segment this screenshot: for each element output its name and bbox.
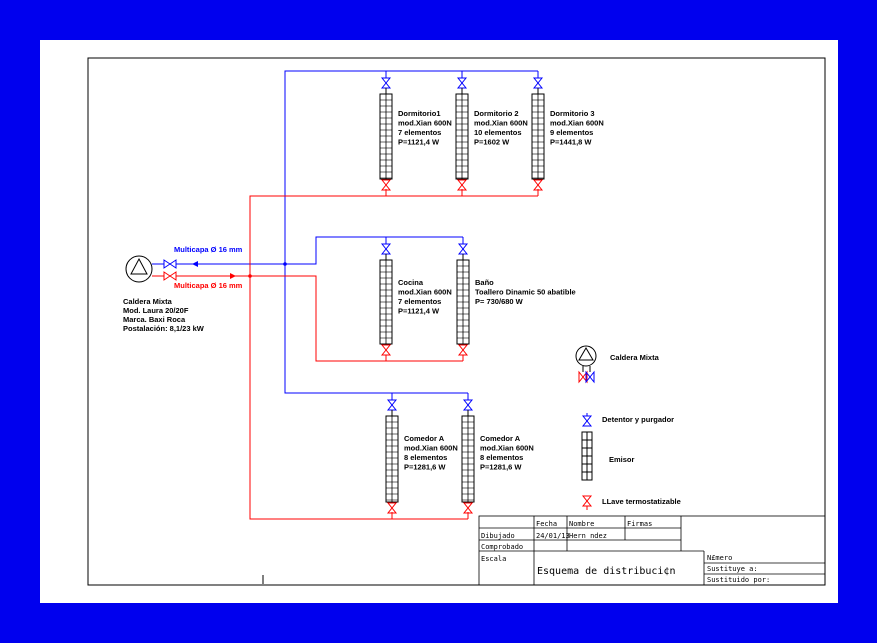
radiator-label-line: P=1602 W	[474, 138, 510, 147]
detentor-valve-icon	[532, 77, 544, 89]
tb-numero-label: N£mero	[707, 554, 732, 562]
radiator-label-line: mod.Xian 600N	[480, 444, 534, 453]
radiator-label-line: P=1281,6 W	[404, 463, 446, 472]
legend-detentor-icon	[581, 413, 593, 427]
radiator-label-line: mod.Xian 600N	[404, 444, 458, 453]
supply-pipe-label: Multicapa Ø 16 mm	[174, 245, 243, 254]
legend-emisor-icon	[581, 431, 593, 481]
radiator-label-line: 8 elementos	[480, 453, 523, 462]
legend-llave-icon	[581, 495, 593, 510]
radiator-label-line: 10 elementos	[474, 128, 522, 137]
supply-pipes	[176, 70, 539, 400]
radiator-label-line: Dormitorio 2	[474, 109, 519, 118]
tb-sustituye-label: Sustituye a:	[707, 565, 758, 573]
radiator-label-line: Baño	[475, 278, 494, 287]
radiator-label-line: Toallero Dinamic 50 abatible	[475, 288, 576, 297]
tb-escala-label: Escala	[481, 555, 506, 563]
detentor-valve-icon	[457, 243, 469, 255]
radiator-label-line: P=1441,8 W	[550, 138, 592, 147]
legend-emisor-label: Emisor	[609, 455, 635, 464]
detentor-valve-icon	[456, 77, 468, 89]
supply-junction	[283, 262, 287, 266]
radiator-label-line: mod.Xian 600N	[398, 119, 452, 128]
llave-valve-icon	[380, 179, 392, 191]
radiator-label-line: P=1121,4 W	[398, 138, 440, 147]
llave-valve-icon	[386, 502, 398, 514]
boiler-icon	[125, 255, 164, 283]
llave-valve-icon	[462, 502, 474, 514]
tb-comprobado-label: Comprobado	[481, 543, 523, 551]
return-flow-arrow	[230, 273, 236, 279]
legend-detentor-label: Detentor y purgador	[602, 415, 674, 424]
boiler-return-valve-icon	[163, 271, 177, 281]
radiator-label-line: Comedor A	[404, 434, 445, 443]
detentor-valve-icon	[380, 243, 392, 255]
detentor-valve-icon	[380, 77, 392, 89]
radiator-label-line: Dormitorio1	[398, 109, 441, 118]
supply-flow-arrow	[192, 261, 198, 267]
legend-boiler-icon	[575, 345, 597, 384]
tb-nombre-value: Hern ndez	[569, 532, 607, 540]
radiator-label-line: 9 elementos	[550, 128, 593, 137]
radiator-label-line: 7 elementos	[398, 297, 441, 306]
legend-boiler-label: Caldera Mixta	[610, 353, 660, 362]
radiator-label-line: Dormitorio 3	[550, 109, 595, 118]
tb-fecha-header: Fecha	[536, 520, 557, 528]
radiator-label-line: mod.Xian 600N	[474, 119, 528, 128]
radiator-label-line: P=1121,4 W	[398, 307, 440, 316]
return-pipes	[176, 189, 539, 520]
boiler-supply-valve-icon	[163, 259, 177, 269]
tb-drawing-title: Esquema de distribuci¢n	[537, 566, 675, 577]
radiator-label-line: mod.Xian 600N	[398, 288, 452, 297]
detentor-valve-icon	[462, 399, 474, 411]
tb-sustituido-label: Sustituido por:	[707, 576, 770, 584]
llave-valve-icon	[532, 179, 544, 191]
detentor-valve-icon	[386, 399, 398, 411]
radiator-label-line: P=1281,6 W	[480, 463, 522, 472]
tb-dibujado-label: Dibujado	[481, 532, 515, 540]
tb-nombre-header: Nombre	[569, 520, 594, 528]
title-block	[478, 515, 826, 586]
radiator-label-line: 7 elementos	[398, 128, 441, 137]
radiator-label-line: P= 730/680 W	[475, 297, 524, 306]
tb-firmas-header: Firmas	[627, 520, 652, 528]
llave-valve-icon	[456, 179, 468, 191]
drawing-sheet: Multicapa Ø 16 mm Multicapa Ø 16 mm Cald…	[40, 40, 838, 603]
llave-valve-icon	[380, 344, 392, 356]
legend-llave-label: LLave termostatizable	[602, 497, 681, 506]
radiator-label-line: mod.Xian 600N	[550, 119, 604, 128]
return-pipe-label: Multicapa Ø 16 mm	[174, 281, 243, 290]
radiator-label-line: Comedor A	[480, 434, 521, 443]
drawing-frame	[87, 57, 826, 586]
llave-valve-icon	[457, 344, 469, 356]
return-junction	[248, 274, 252, 278]
radiator-label-line: 8 elementos	[404, 453, 447, 462]
boiler-label: Caldera Mixta Mod. Laura 20/20F Marca. B…	[123, 297, 205, 333]
tb-fecha-value: 24/01/13	[536, 532, 570, 540]
heating-schematic: Multicapa Ø 16 mm Multicapa Ø 16 mm Cald…	[87, 57, 826, 586]
radiator-label-line: Cocina	[398, 278, 424, 287]
